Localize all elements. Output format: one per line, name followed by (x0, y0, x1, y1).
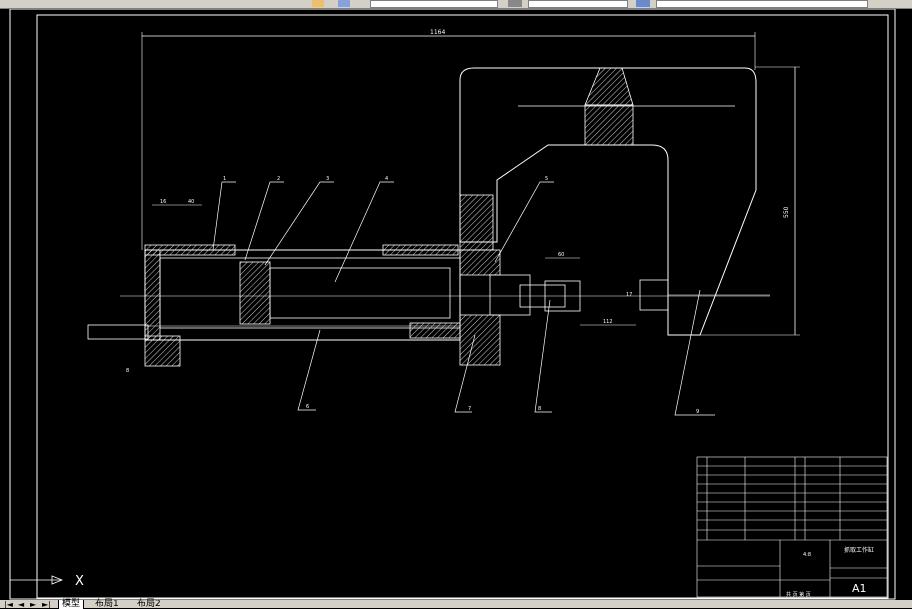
lineweight-icon[interactable] (636, 0, 650, 7)
color-control-dropdown[interactable] (370, 0, 498, 8)
tab-nav-last-icon[interactable]: ►| (42, 600, 51, 609)
tab-layout2[interactable]: 布局2 (137, 599, 161, 609)
linetype-icon[interactable] (508, 0, 522, 7)
tab-nav-first-icon[interactable]: |◄ (4, 600, 13, 609)
dim-40: 40 (188, 199, 194, 205)
small-dimensions: 60 112 17 16 40 8 (126, 199, 636, 374)
part-number-2: 2 (277, 176, 280, 182)
sheet-size: A1 (852, 582, 867, 595)
dim-550: 550 (783, 206, 790, 218)
dim-1164: 1164 (430, 29, 445, 36)
cad-drawing: 1 16 4 550 60 (9, 8, 896, 600)
part-number-9: 9 (696, 409, 699, 415)
dim-17: 17 (626, 292, 632, 298)
part-number-8: 8 (538, 406, 541, 412)
tab-layout1[interactable]: 布局1 (95, 599, 119, 609)
drawing-title: 抓取工作缸 (844, 546, 874, 554)
part-number-6: 6 (306, 404, 309, 410)
layout-tabs-bar: |◄ ◄ ► ►| 模型 布局1 布局2 (0, 599, 912, 609)
tab-nav-next-icon[interactable]: ► (30, 600, 37, 609)
part-number-7: 7 (468, 406, 471, 412)
linetype-dropdown[interactable] (528, 0, 628, 8)
dimension-height: 550 (690, 66, 800, 336)
model-space-canvas[interactable]: 1 16 4 550 60 (0, 8, 912, 600)
title-block (696, 456, 888, 598)
ucs-x-label: X (75, 574, 84, 589)
lineweight-dropdown[interactable] (656, 0, 868, 8)
sheet-outer-frame (9, 8, 896, 600)
ucs-icon (9, 520, 64, 585)
tab-nav-prev-icon[interactable]: ◄ (18, 600, 25, 609)
dim-112: 112 (603, 319, 613, 325)
dimension-overall-width: 1 16 4 (141, 29, 756, 250)
part-number-1: 1 (223, 176, 226, 182)
part-number-4: 4 (385, 176, 388, 182)
sheet-note: 共 页 第 页 (786, 591, 811, 598)
drawing-scale: 4:8 (803, 552, 811, 558)
layer-icon[interactable] (312, 0, 324, 7)
dim-8: 8 (126, 368, 129, 374)
dim-16: 16 (160, 199, 166, 205)
tab-model[interactable]: 模型 (58, 600, 85, 609)
properties-icon[interactable] (338, 0, 350, 7)
part-leaders (212, 181, 715, 416)
sheet-inner-frame (36, 14, 889, 599)
part-number-3: 3 (326, 176, 329, 182)
gripper-frame (459, 67, 770, 336)
dim-60: 60 (558, 252, 564, 258)
cylinder-assembly (87, 244, 770, 367)
properties-toolbar (0, 0, 912, 9)
part-number-5: 5 (545, 176, 548, 182)
